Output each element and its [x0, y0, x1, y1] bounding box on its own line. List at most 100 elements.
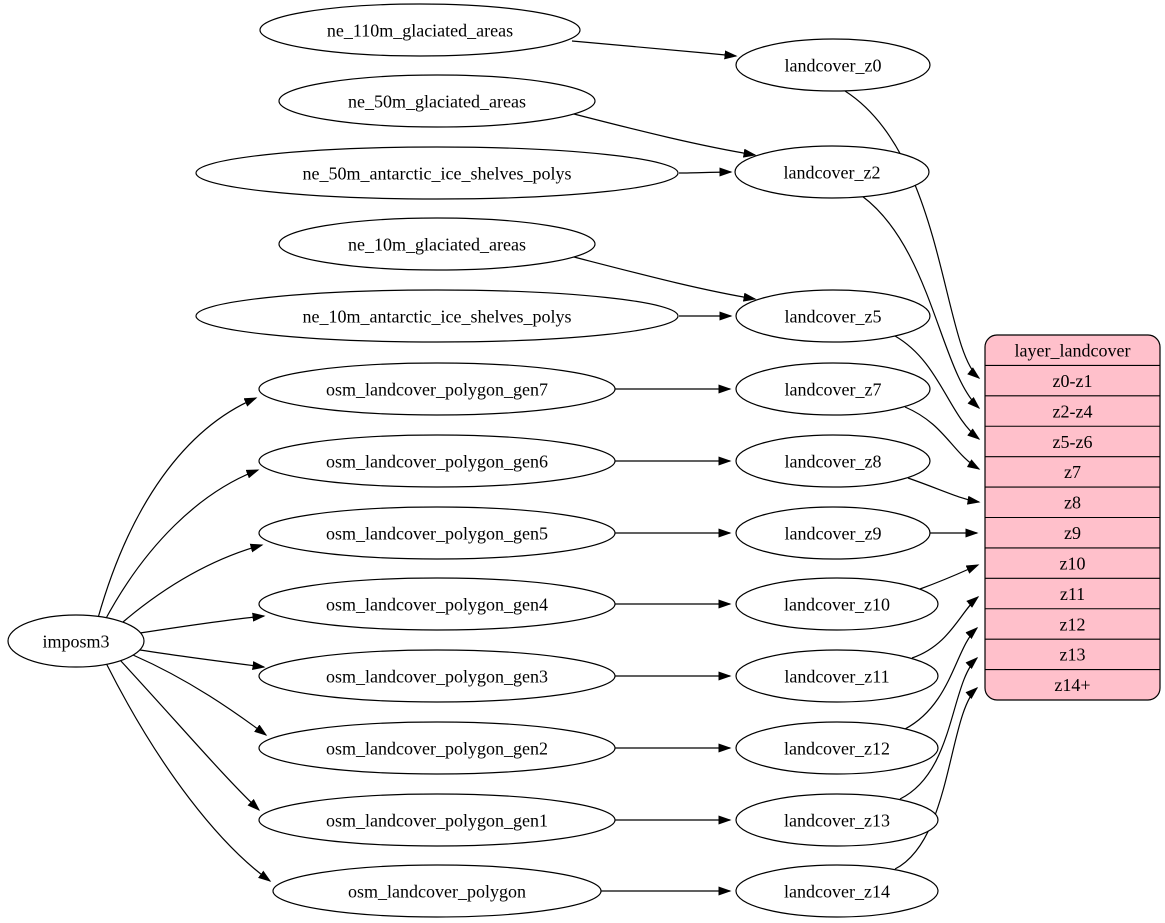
edge-landcover_z0-to-layer_landcover:z0-z1 [844, 90, 981, 379]
node-ne_50m_antarctic_ice_shelves_polys: ne_50m_antarctic_ice_shelves_polys [195, 146, 679, 200]
edge-imposm3-to-osm_landcover_polygon_gen3 [139, 649, 266, 671]
edge-ne_50m_antarctic_ice_shelves_polys-to-landcover_z2 [678, 167, 733, 177]
landcover_z2-ellipse [734, 145, 930, 199]
landcover_z8-ellipse [735, 434, 931, 488]
edge-imposm3-to-osm_landcover_polygon_gen5 [115, 543, 264, 629]
node-ne_50m_glaciated_areas: ne_50m_glaciated_areas [278, 74, 596, 128]
node-landcover_z10: landcover_z10 [735, 577, 939, 631]
record-row-z9: z9 [1064, 523, 1081, 543]
landcover_z14-ellipse [735, 864, 939, 918]
node-osm_landcover_polygon_gen5: osm_landcover_polygon_gen5 [258, 506, 616, 560]
node-osm_landcover_polygon_gen3: osm_landcover_polygon_gen3 [258, 649, 616, 703]
node-landcover_z5: landcover_z5 [735, 289, 931, 343]
osm_landcover_polygon_gen3-ellipse [258, 649, 616, 703]
node-label-osm_landcover_polygon_gen3: osm_landcover_polygon_gen3 [326, 666, 548, 686]
node-label-landcover_z8: landcover_z8 [785, 451, 882, 471]
node-osm_landcover_polygon_gen4: osm_landcover_polygon_gen4 [258, 577, 616, 631]
osm_landcover_polygon_gen4-ellipse [258, 577, 616, 631]
node-ne_10m_antarctic_ice_shelves_polys: ne_10m_antarctic_ice_shelves_polys [195, 289, 679, 343]
node-label-landcover_z14: landcover_z14 [784, 881, 890, 901]
record-row-z13: z13 [1060, 645, 1086, 665]
node-label-osm_landcover_polygon_gen2: osm_landcover_polygon_gen2 [326, 738, 548, 758]
node-imposm3: imposm3 [7, 614, 145, 668]
ne_10m_antarctic_ice_shelves_polys-ellipse [195, 289, 679, 343]
record-row-z10: z10 [1060, 553, 1086, 573]
node-osm_landcover_polygon_gen2: osm_landcover_polygon_gen2 [258, 721, 616, 775]
osm_landcover_polygon_gen7-ellipse [258, 362, 616, 416]
landcover_z9-ellipse [735, 506, 931, 560]
record-row-z12: z12 [1060, 614, 1086, 634]
node-landcover_z13: landcover_z13 [735, 793, 939, 847]
edge-imposm3-to-osm_landcover_polygon [105, 662, 272, 882]
record-row-z14+: z14+ [1054, 675, 1090, 695]
node-ne_110m_glaciated_areas: ne_110m_glaciated_areas [259, 3, 581, 57]
node-label-osm_landcover_polygon_gen7: osm_landcover_polygon_gen7 [326, 379, 548, 399]
ne_10m_glaciated_areas-ellipse [278, 217, 596, 271]
node-osm_landcover_polygon_gen7: osm_landcover_polygon_gen7 [258, 362, 616, 416]
edges-layer [97, 40, 981, 896]
edge-ne_10m_glaciated_areas-to-landcover_z5 [569, 255, 757, 302]
edge-imposm3-to-osm_landcover_polygon_gen4 [139, 612, 266, 634]
node-label-ne_10m_antarctic_ice_shelves_polys: ne_10m_antarctic_ice_shelves_polys [303, 306, 572, 326]
landcover_z5-ellipse [735, 289, 931, 343]
node-label-landcover_z9: landcover_z9 [785, 523, 882, 543]
edge-landcover_z11-to-layer_landcover:z11 [911, 596, 980, 659]
landcover_z7-ellipse [735, 362, 931, 416]
node-landcover_z7: landcover_z7 [735, 362, 931, 416]
edge-imposm3-to-osm_landcover_polygon_gen6 [103, 469, 260, 623]
landcover_z10-ellipse [735, 577, 939, 631]
node-label-landcover_z11: landcover_z11 [784, 666, 889, 686]
record-row-z11: z11 [1060, 584, 1085, 604]
nodes-layer: imposm3 ne_110m_glaciated_areas ne_50m_gla… [7, 3, 939, 918]
node-label-ne_10m_glaciated_areas: ne_10m_glaciated_areas [348, 234, 526, 254]
node-label-osm_landcover_polygon_gen4: osm_landcover_polygon_gen4 [326, 594, 548, 614]
node-label-landcover_z2: landcover_z2 [784, 162, 881, 182]
node-label-landcover_z7: landcover_z7 [785, 379, 882, 399]
node-label-osm_landcover_polygon_gen5: osm_landcover_polygon_gen5 [326, 523, 548, 543]
node-landcover_z9: landcover_z9 [735, 506, 931, 560]
node-landcover_z2: landcover_z2 [734, 145, 930, 199]
osm_landcover_polygon_gen5-ellipse [258, 506, 616, 560]
node-osm_landcover_polygon_gen6: osm_landcover_polygon_gen6 [258, 434, 616, 488]
ne_50m_antarctic_ice_shelves_polys-ellipse [195, 146, 679, 200]
node-ne_10m_glaciated_areas: ne_10m_glaciated_areas [278, 217, 596, 271]
node-osm_landcover_polygon_gen1: osm_landcover_polygon_gen1 [258, 793, 616, 847]
edge-ne_110m_glaciated_areas-to-landcover_z0 [571, 40, 738, 60]
node-label-landcover_z10: landcover_z10 [784, 594, 890, 614]
node-label-ne_50m_antarctic_ice_shelves_polys: ne_50m_antarctic_ice_shelves_polys [303, 163, 572, 183]
edge-imposm3-to-osm_landcover_polygon_gen1 [119, 659, 261, 812]
edge-landcover_z10-to-layer_landcover:z10 [919, 564, 980, 590]
edge-landcover_z7-to-layer_landcover:z7 [904, 406, 981, 470]
edge-landcover_z13-to-layer_landcover:z13 [899, 656, 979, 800]
landcover_z13-ellipse [735, 793, 939, 847]
edge-ne_50m_glaciated_areas-to-landcover_z2 [569, 112, 757, 158]
osm_landcover_polygon_gen1-ellipse [258, 793, 616, 847]
node-landcover_z8: landcover_z8 [735, 434, 931, 488]
edge-landcover_z5-to-layer_landcover:z5-z6 [894, 335, 981, 440]
node-label-landcover_z12: landcover_z12 [784, 738, 890, 758]
ne_110m_glaciated_areas-ellipse [259, 3, 581, 57]
ne_50m_glaciated_areas-ellipse [278, 74, 596, 128]
node-label-osm_landcover_polygon: osm_landcover_polygon [348, 881, 526, 901]
osm_landcover_polygon_gen2-ellipse [258, 721, 616, 775]
record-row-z2-z4: z2-z4 [1053, 401, 1093, 421]
record-row-z0-z1: z0-z1 [1053, 371, 1093, 391]
node-landcover_z14: landcover_z14 [735, 864, 939, 918]
edge-imposm3-to-osm_landcover_polygon_gen7 [97, 397, 258, 619]
node-label-landcover_z0: landcover_z0 [785, 55, 882, 75]
node-label-landcover_z13: landcover_z13 [784, 810, 890, 830]
node-label-landcover_z5: landcover_z5 [785, 306, 882, 326]
landcover_z12-ellipse [735, 721, 939, 775]
edge-landcover_z12-to-layer_landcover:z12 [904, 626, 979, 730]
edge-imposm3-to-osm_landcover_polygon_gen2 [132, 654, 268, 736]
landcover_z11-ellipse [735, 649, 939, 703]
osm_landcover_polygon-ellipse [272, 864, 602, 918]
osm_landcover_polygon_gen6-ellipse [258, 434, 616, 488]
node-landcover_z0: landcover_z0 [735, 38, 931, 92]
edge-landcover_z2-to-layer_landcover:z2-z4 [861, 195, 981, 410]
node-label-ne_110m_glaciated_areas: ne_110m_glaciated_areas [327, 20, 513, 40]
node-landcover_z11: landcover_z11 [735, 649, 939, 703]
edge-landcover_z8-to-layer_landcover:z8 [907, 477, 981, 505]
